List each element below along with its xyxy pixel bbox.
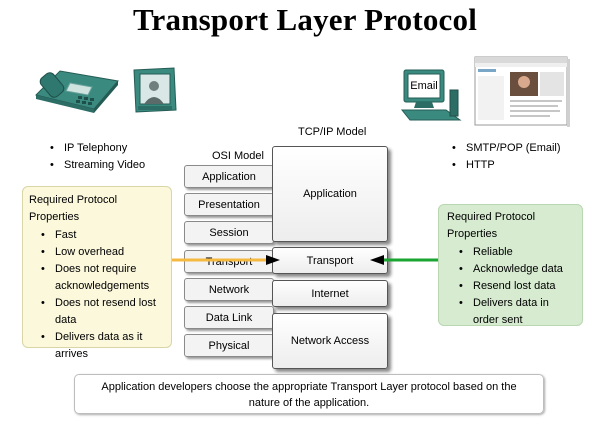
- list-item: Streaming Video: [50, 157, 145, 174]
- list-item: Does not resend lost data: [29, 295, 165, 329]
- video-phone-icon: [133, 67, 177, 113]
- right-application-list: SMTP/POP (Email) HTTP: [452, 140, 561, 174]
- footer-note: Application developers choose the approp…: [74, 374, 544, 414]
- osi-layer-application: Application: [184, 165, 274, 188]
- tcpip-layer-transport: Transport: [272, 247, 388, 274]
- email-computer-icon: [400, 69, 462, 121]
- udp-properties-panel: Required Protocol Properties Fast Low ov…: [22, 186, 172, 360]
- page-title: Transport Layer Protocol: [132, 2, 478, 37]
- osi-layer-network: Network: [184, 278, 274, 301]
- list-item: Acknowledge data: [447, 261, 574, 278]
- panel-heading: Required Protocol Properties: [447, 211, 536, 240]
- list-item: Reliable: [447, 244, 574, 261]
- list-item: Resend lost data: [447, 278, 574, 295]
- list-item: Delivers data as it arrives: [29, 329, 165, 363]
- tcpip-model-label: TCP/IP Model: [298, 126, 367, 138]
- osi-layer-data-link: Data Link: [184, 306, 274, 329]
- tcp-properties-panel: Required Protocol Properties Reliable Ac…: [438, 204, 583, 326]
- property-list: Reliable Acknowledge data Resend lost da…: [447, 244, 574, 329]
- email-label: Email: [410, 80, 438, 92]
- list-item: Low overhead: [29, 244, 165, 261]
- list-item: Does not require acknowledgements: [29, 261, 165, 295]
- osi-layer-presentation: Presentation: [184, 193, 274, 216]
- list-item: HTTP: [452, 157, 561, 174]
- property-list: Fast Low overhead Does not require ackno…: [29, 227, 165, 363]
- osi-layer-session: Session: [184, 221, 274, 244]
- ip-phone-icon: [35, 70, 119, 113]
- left-application-list: IP Telephony Streaming Video: [50, 140, 145, 174]
- panel-heading: Required Protocol Properties: [29, 194, 118, 223]
- tcpip-layer-application: Application: [272, 146, 388, 242]
- list-item: IP Telephony: [50, 140, 145, 157]
- list-item: SMTP/POP (Email): [452, 140, 561, 157]
- list-item: Fast: [29, 227, 165, 244]
- udp-arrow: [170, 255, 280, 265]
- list-item: Delivers data in order sent: [447, 295, 574, 329]
- osi-model-label: OSI Model: [212, 150, 264, 162]
- tcp-arrow: [370, 255, 440, 265]
- web-browser-icon: [474, 56, 570, 127]
- tcpip-layer-network-access: Network Access: [272, 313, 388, 369]
- osi-layer-physical: Physical: [184, 334, 274, 357]
- tcpip-layer-internet: Internet: [272, 280, 388, 307]
